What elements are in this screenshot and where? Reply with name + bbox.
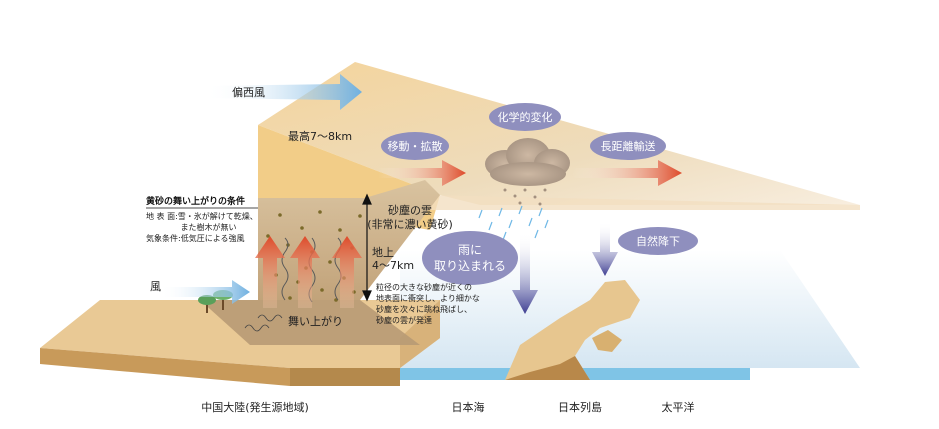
rise-arrow-3: [332, 236, 362, 308]
fall-label: 自然降下: [636, 234, 680, 248]
pacific-label: 太平洋: [662, 400, 695, 414]
rise-label: 舞い上がり: [288, 314, 343, 328]
long-range-label: 長距離輸送: [601, 139, 656, 153]
conditions-title: 黄砂の舞い上がりの条件: [146, 195, 245, 207]
wind-label: 風: [150, 280, 161, 293]
height-indicator: [362, 193, 372, 302]
fall-oval: [618, 227, 698, 255]
rain-arrow: [512, 232, 538, 314]
cloud-icon: [485, 138, 570, 186]
saltation-line: 砂塵の雲が発達: [376, 315, 432, 325]
dust-cloud-label-1: 砂塵の雲: [388, 203, 432, 217]
wind-arrow: [160, 280, 250, 304]
land-front: [40, 348, 290, 386]
japan-label: 日本列島: [558, 400, 602, 414]
rain-oval: [422, 231, 518, 285]
chemical-label: 化学的変化: [498, 110, 553, 124]
dust-column-ground: [200, 300, 420, 345]
long-range-arrow: [572, 160, 682, 186]
rain-label-2: 取り込まれる: [434, 259, 506, 273]
saltation-line: 地表面に衝突し、より細かな: [376, 293, 480, 303]
height-label-2: 4〜7km: [372, 259, 414, 272]
max-height-label: 最高7〜8km: [288, 129, 352, 143]
conditions-line: 気象条件:低気圧による強風: [146, 233, 244, 243]
saltation-trails: [244, 314, 283, 332]
transport-arrow: [378, 160, 466, 186]
dust-layer-base: [430, 195, 860, 210]
rising-arrows: [255, 236, 362, 308]
westerlies-label: 偏西風: [232, 85, 265, 99]
land-side: [290, 368, 400, 386]
saltation-line: 粒径の大きな砂塵が近くの: [376, 282, 472, 292]
cloud-drops: [503, 188, 547, 206]
height-label-1: 地上: [372, 246, 394, 259]
sea-of-japan-label: 日本海: [452, 400, 485, 414]
westerlies-arrow: [205, 74, 362, 110]
dust-cloud-label-2: (非常に濃い黄砂): [367, 217, 453, 231]
rise-arrow-2: [290, 236, 320, 308]
rise-arrow-1: [255, 236, 285, 308]
saltation-note: 粒径の大きな砂塵が近くの 地表面に衝突し、より細かな 砂塵を次々に跳ね飛ばし、 …: [376, 282, 480, 325]
conditions-line: また樹木が無い: [146, 222, 237, 232]
transport-oval: [381, 132, 449, 160]
rain-label-1: 雨に: [458, 243, 482, 257]
conditions-box: 黄砂の舞い上がりの条件 地 表 面:雪・氷が解けて乾燥、 また樹木が無い 気象条…: [146, 195, 258, 243]
china-label: 中国大陸(発生源地域): [201, 400, 309, 414]
japan-islands: [505, 280, 640, 380]
long-range-oval: [590, 132, 666, 160]
saltation-line: 砂塵を次々に跳ね飛ばし、: [376, 304, 472, 314]
chemical-oval: [489, 103, 561, 131]
land-edge: [400, 300, 440, 368]
transport-label: 移動・拡散: [388, 139, 443, 153]
conditions-line: 地 表 面:雪・氷が解けて乾燥、: [146, 211, 258, 221]
fall-arrow: [592, 222, 618, 276]
